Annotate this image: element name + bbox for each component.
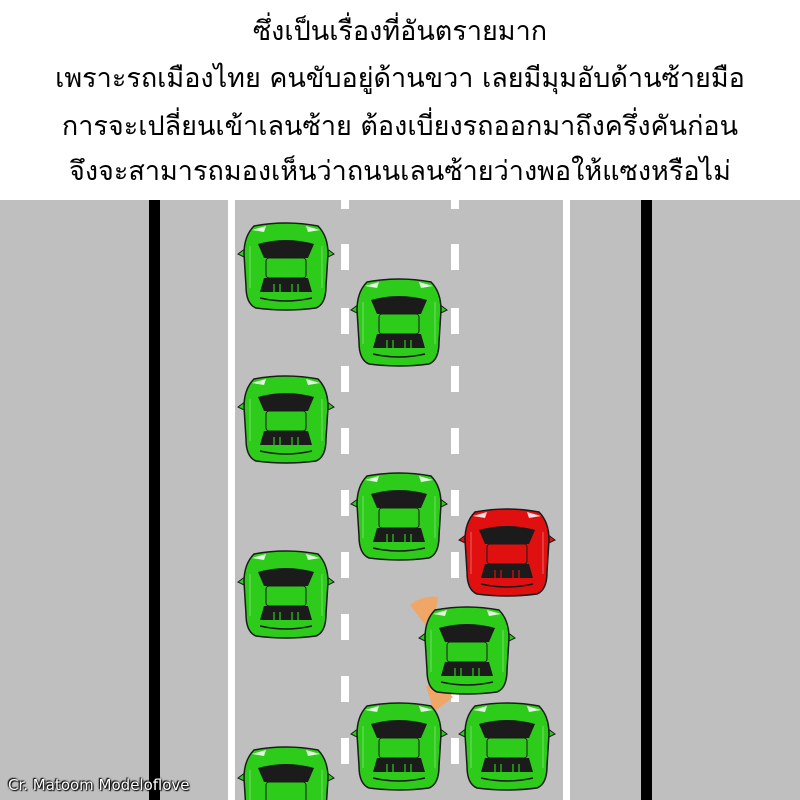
- green-car: [458, 702, 556, 791]
- caption-line-2: เพราะรถเมืองไทย คนขับอยู่ด้านขวา เลยมีมุ…: [55, 63, 745, 94]
- green-car: [418, 606, 516, 695]
- green-car: [350, 472, 448, 561]
- red-car: [458, 508, 556, 597]
- caption-line-4: จึงจะสามารถมองเห็นว่าถนนเลนซ้ายว่างพอให้…: [69, 156, 731, 187]
- caption-line-1: ซึ่งเป็นเรื่องที่อันตรายมาก: [252, 16, 548, 47]
- caption-line-3: การจะเปลี่ยนเข้าเลนซ้าย ต้องเบี่ยงรถออกม…: [61, 111, 739, 142]
- green-car: [237, 746, 335, 800]
- lane-divider-left: [341, 200, 349, 764]
- right-lane-boundary: [563, 200, 570, 800]
- green-car: [237, 375, 335, 464]
- watermark: Cr. Matoom Modeloflove: [8, 776, 190, 794]
- green-car: [350, 702, 448, 791]
- road-svg: [149, 200, 652, 800]
- green-car: [237, 550, 335, 639]
- right-edge-line: [641, 200, 652, 800]
- green-car: [350, 278, 448, 367]
- left-edge-line: [149, 200, 160, 800]
- road-scene: Cr. Matoom Modeloflove: [0, 200, 800, 800]
- green-car: [237, 222, 335, 311]
- left-lane-boundary: [228, 200, 235, 800]
- caption-area: ซึ่งเป็นเรื่องที่อันตรายมาก เพราะรถเมือง…: [0, 0, 800, 200]
